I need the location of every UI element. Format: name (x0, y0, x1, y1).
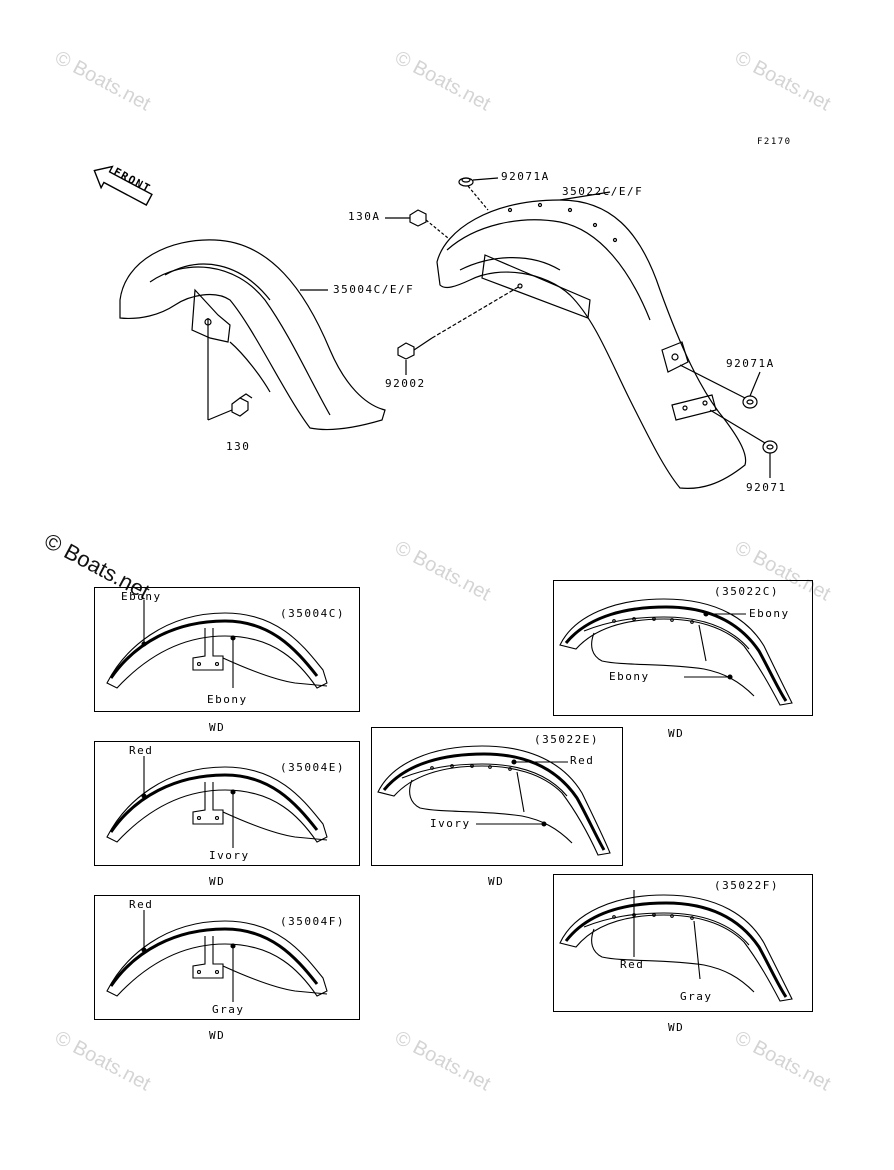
variant-note: WD (668, 1021, 685, 1034)
label-92071a-side: 92071A (726, 357, 775, 370)
variant-label-bottom: Gray (680, 990, 713, 1003)
variant-label-top: Red (129, 898, 154, 911)
variant-label-top: Ebony (121, 590, 162, 603)
label-92002: 92002 (385, 377, 426, 390)
variant-code: (35022E) (534, 733, 599, 746)
watermark: © Boats.net (391, 536, 495, 606)
variant-note: WD (488, 875, 505, 888)
variant-label-top: Red (620, 958, 645, 971)
bolt-130a-icon (409, 209, 449, 239)
variant-label-bottom: Ivory (209, 849, 250, 862)
variant-note: WD (668, 727, 685, 740)
variant-code: (35004E) (280, 761, 345, 774)
variant-box-35004f: Red (35004F) Gray (94, 895, 360, 1020)
label-130a: 130A (348, 210, 381, 223)
exploded-view-drawing (93, 165, 778, 489)
bolt-92002-icon (397, 285, 521, 360)
front-fender-drawing (119, 239, 386, 431)
variant-box-35022f: (35022F) Red Gray (553, 874, 813, 1012)
variant-note: WD (209, 721, 226, 734)
front-arrow-icon (93, 165, 153, 206)
variant-note: WD (209, 875, 226, 888)
variant-code: (35004C) (280, 607, 345, 620)
label-35022cef: 35022C/E/F (562, 185, 644, 198)
rear-fender-variant-drawing (559, 890, 793, 1002)
front-fender-variant-drawing (106, 756, 328, 848)
label-92071a-top: 92071A (501, 170, 550, 183)
rear-fender-variant-drawing (559, 598, 793, 706)
variant-label-top: Red (570, 754, 595, 767)
variant-label-bottom: Gray (212, 1003, 245, 1016)
front-fender-variant-drawing (106, 910, 328, 1002)
variant-label-bottom: Ivory (430, 817, 471, 830)
label-92071: 92071 (746, 481, 787, 494)
bolt-130-icon (231, 393, 253, 417)
variant-label-bottom: Ebony (207, 693, 248, 706)
cap-92071a-icon (458, 177, 474, 187)
watermark: © Boats.net (51, 1026, 155, 1096)
label-35004cef: 35004C/E/F (333, 283, 415, 296)
label-130: 130 (226, 440, 251, 453)
rear-fender-variant-drawing (377, 745, 611, 856)
variant-box-35022c: (35022C) Ebony Ebony (553, 580, 813, 716)
variant-box-35022e: (35022E) Red Ivory (371, 727, 623, 866)
figure-code: F2170 (757, 137, 792, 147)
variant-label-top: Ebony (749, 607, 790, 620)
rear-fender-drawing (385, 177, 778, 489)
variant-label-bottom: Ebony (609, 670, 650, 683)
variant-label-top: Red (129, 744, 154, 757)
variant-code: (35004F) (280, 915, 345, 928)
variant-note: WD (209, 1029, 226, 1042)
variant-code: (35022F) (714, 879, 779, 892)
watermark: © Boats.net (391, 1026, 495, 1096)
variant-box-35004c: Ebony (35004C) Ebony (94, 587, 360, 712)
front-fender-variant-drawing (106, 600, 328, 689)
variant-box-35004e: Red (35004E) Ivory (94, 741, 360, 866)
variant-code: (35022C) (714, 585, 779, 598)
watermark: © Boats.net (731, 1026, 835, 1096)
